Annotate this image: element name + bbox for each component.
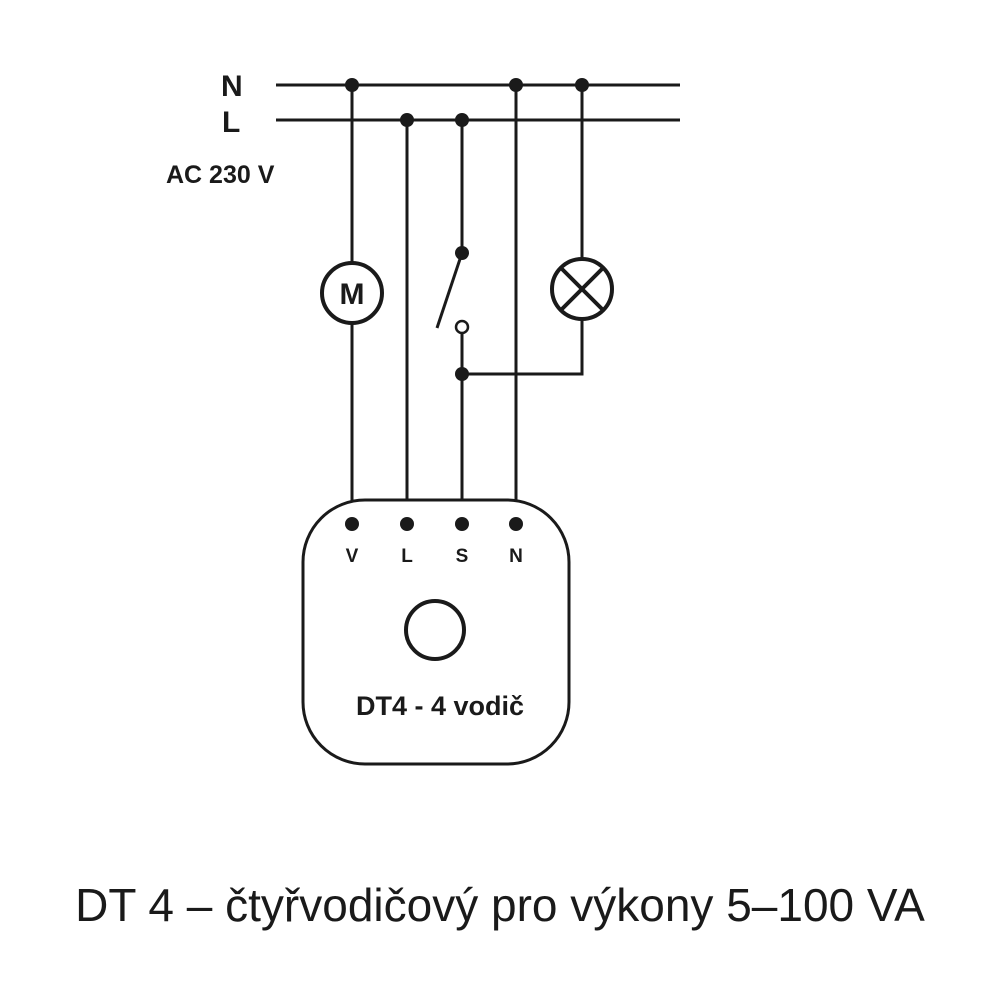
device-button[interactable] — [404, 599, 466, 661]
live-bus-label: L — [222, 106, 240, 139]
device-name: DT4 - 4 vodič — [356, 691, 524, 721]
terminal-dot-s — [455, 517, 469, 531]
terminal-dot-n — [509, 517, 523, 531]
junction-dot — [345, 78, 359, 92]
terminal-dot-v — [345, 517, 359, 531]
lamp-wire-lower — [462, 316, 584, 376]
terminal-label-n: N — [509, 546, 523, 567]
neutral-bus-label: N — [221, 70, 243, 103]
switch-pivot-dot — [455, 246, 469, 260]
junction-dots — [345, 78, 589, 381]
terminal-dot-l — [400, 517, 414, 531]
junction-dot — [455, 367, 469, 381]
junction-dot — [400, 113, 414, 127]
junction-dot — [455, 113, 469, 127]
junction-dot — [509, 78, 523, 92]
junction-dot — [575, 78, 589, 92]
diagram-caption: DT 4 – čtyřvodičový pro výkony 5–100 VA — [75, 879, 925, 931]
voltage-label: AC 230 V — [166, 161, 275, 189]
terminal-label-s: S — [456, 546, 469, 567]
terminal-label-l: L — [401, 546, 413, 567]
switch-blade — [435, 252, 464, 329]
motor-icon — [320, 261, 384, 325]
terminal-dots — [345, 517, 523, 531]
switch-contact — [454, 319, 470, 335]
lamp-cross-icon — [550, 257, 614, 321]
terminal-label-v: V — [346, 546, 359, 567]
motor-symbol: M — [340, 278, 365, 311]
